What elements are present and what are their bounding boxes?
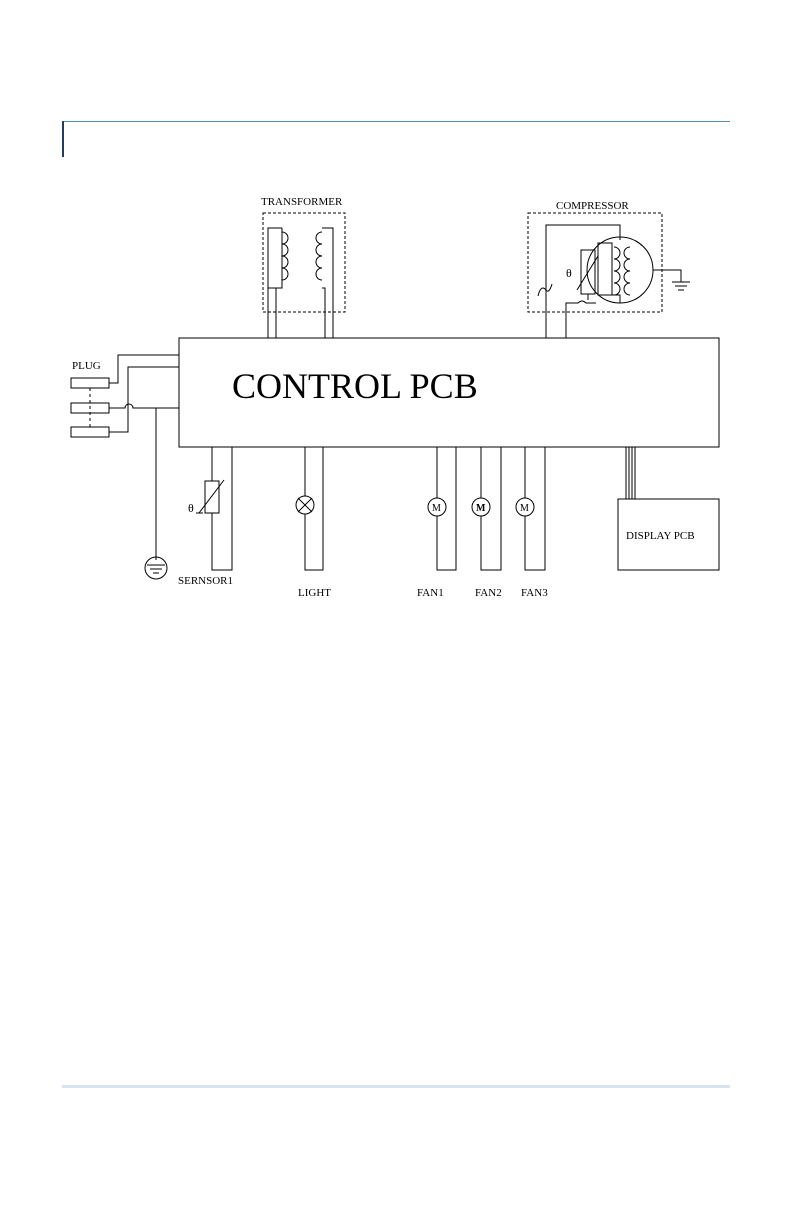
light-label: LIGHT xyxy=(298,587,331,599)
earth-ground xyxy=(145,408,167,579)
display-pcb-label: DISPLAY PCB xyxy=(626,530,695,542)
transformer-label: TRANSFORMER xyxy=(261,196,343,208)
light xyxy=(296,447,323,570)
sensor1 xyxy=(196,447,232,570)
sensor-theta-symbol: θ xyxy=(188,501,194,515)
compressor xyxy=(528,213,690,338)
compressor-label: COMPRESSOR xyxy=(556,200,629,212)
fan1-motor-symbol: M xyxy=(432,503,441,514)
fan2-motor-symbol: M xyxy=(476,503,486,514)
fan3-motor-symbol: M xyxy=(520,503,529,514)
compressor-theta-symbol: θ xyxy=(566,266,572,280)
sensor-label: SERNSOR1 xyxy=(178,575,233,587)
footer-rule xyxy=(62,1085,730,1088)
plug-label: PLUG xyxy=(72,360,101,372)
compressor-motor xyxy=(587,237,653,303)
fan3-label: FAN3 xyxy=(521,587,548,599)
ptc-starter xyxy=(538,284,552,296)
primary-coil xyxy=(282,232,288,280)
fan2-label: FAN2 xyxy=(475,587,502,599)
display-pcb xyxy=(618,447,719,570)
overload-protector xyxy=(566,301,596,338)
transformer xyxy=(263,213,345,338)
fan1-label: FAN1 xyxy=(417,587,444,599)
secondary-coil xyxy=(316,232,322,280)
control-pcb-label: CONTROL PCB xyxy=(232,366,478,406)
